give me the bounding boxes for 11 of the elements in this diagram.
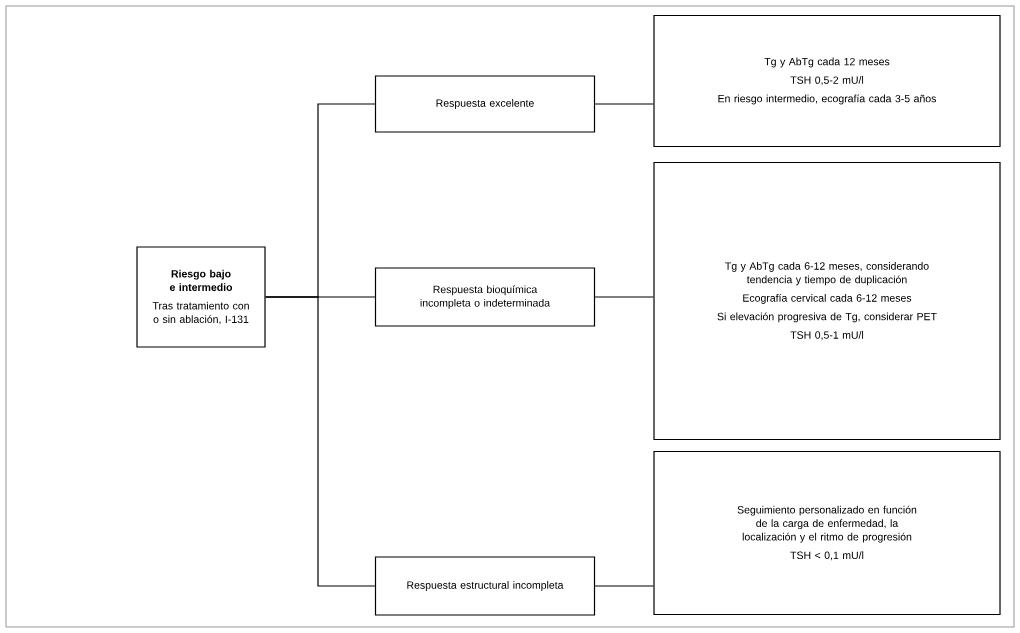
response-box: Respuesta estructural incompleta xyxy=(374,556,596,616)
response-box: Respuesta bioquímica incompleta o indeterminada xyxy=(374,267,596,327)
connector-line xyxy=(594,296,654,298)
start-box: Riesgo bajo e intermedio Tras tratamiento con o sin ablación, I-131 xyxy=(136,246,266,348)
connector-line xyxy=(594,585,654,587)
recommendation-box: Seguimiento personalizado en función de la carga de enfermedad, la localización y el ritmo de progresión TSH < 0,1 mU/l xyxy=(653,450,1001,616)
recommendation-box: Tg y AbTg cada 12 meses TSH 0,5-2 mU/l En riesgo intermedio, ecografía cada 3-5 años xyxy=(653,14,1001,148)
response-box: Respuesta excelente xyxy=(374,75,596,133)
connector-line xyxy=(265,296,376,587)
connector-line xyxy=(594,103,654,105)
recommendation-box: Tg y AbTg cada 6-12 meses, considerando tendencia y tiempo de duplicación Ecografía cervical cada 6-12 meses Si elevación progresiva de Tg, considerar PET TSH 0,5-1 mU/l xyxy=(653,161,1001,441)
